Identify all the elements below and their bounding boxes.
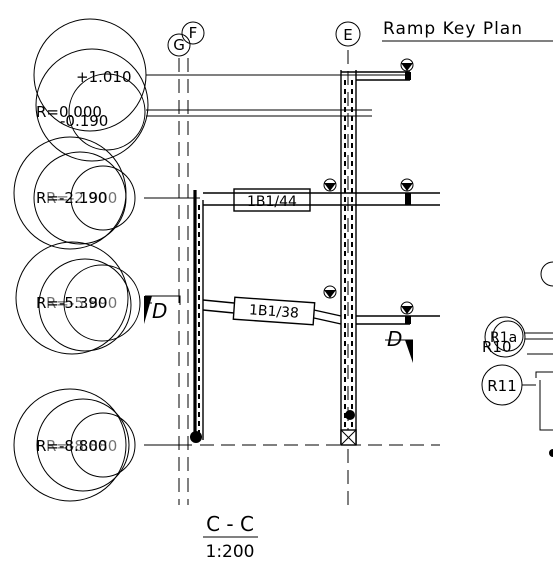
key-plan-tag-r10: R10: [482, 338, 512, 356]
section-title-name: C - C: [206, 512, 254, 536]
ramp-tag-lower: 1B1/38: [232, 296, 316, 326]
left-column: [190, 190, 204, 443]
level-marker-5b: [400, 301, 414, 315]
level-label-r8-b: R=-8.880: [46, 437, 117, 455]
level-label-r2: R=-2.190: [36, 189, 107, 207]
level-label-r8: R=-8.800: [36, 437, 107, 455]
level-marker-2b: [400, 178, 414, 192]
level-label-r5-b: R=-5.890: [46, 294, 117, 312]
gridlines: [178, 50, 349, 505]
section-marker-right-label: D: [387, 327, 402, 351]
grid-f-label: F: [189, 24, 198, 42]
ramp-tag-upper-text: 1B1/44: [247, 194, 297, 210]
level-lines: [144, 74, 440, 446]
section-title-scale: 1:200: [206, 542, 255, 562]
level-marker-top: [400, 58, 414, 72]
ramp-tag-lower-text: 1B1/38: [248, 302, 299, 321]
level-label-top: +1.010: [76, 68, 132, 86]
level-label-r0: R=0.000: [36, 103, 102, 121]
section-marker-left: D: [144, 295, 181, 324]
grid-e-label: E: [343, 26, 352, 44]
slabs: [202, 71, 440, 325]
key-plan-fragment: R1a R10 R11: [481, 261, 553, 457]
level-label-r0-b: -0.190: [60, 112, 108, 130]
level-labels: +1.010 R=0.000 -0.190 R=-2.190 R=-2.900 …: [36, 68, 132, 455]
level-circles: [13, 18, 149, 502]
key-plan-tag-r1a: R1a: [490, 330, 517, 346]
grid-bubble-f: F: [181, 21, 205, 45]
grid-g-label: G: [173, 36, 185, 54]
ramp-tag-upper: 1B1/44: [233, 188, 311, 212]
key-plan-title: Ramp Key Plan: [383, 19, 523, 39]
right-column: [340, 70, 357, 446]
section-marker-left-label: D: [152, 299, 167, 323]
section-title-block: C - C 1:200: [203, 512, 258, 562]
level-marker-2a: [323, 178, 337, 192]
grid-bubble-g: G: [167, 33, 191, 57]
level-markers: [323, 58, 414, 315]
section-marker-right: D: [385, 327, 413, 363]
key-plan-tag-r11: R11: [487, 377, 517, 395]
grid-bubble-e: E: [335, 21, 361, 47]
level-marker-5a: [323, 285, 337, 299]
level-label-r2-b: R=-2.900: [46, 189, 117, 207]
level-label-r5: R=-5.390: [36, 294, 107, 312]
